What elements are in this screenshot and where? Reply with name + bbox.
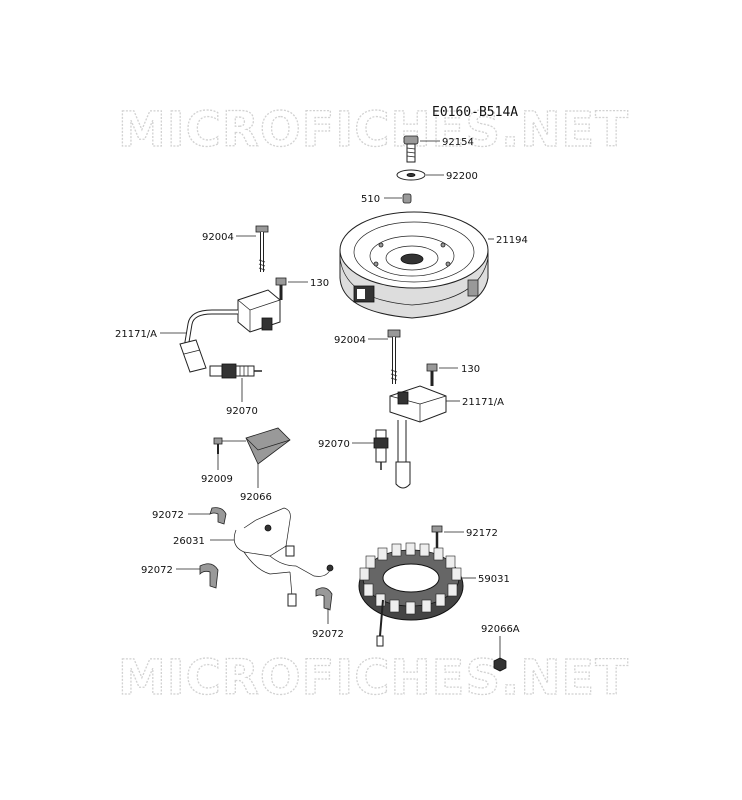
callout-92004-right: 92004 bbox=[334, 335, 366, 346]
callout-21171a-left: 21171/A bbox=[115, 329, 157, 340]
callout-92004-left: 92004 bbox=[202, 232, 234, 243]
bolt-92004-left[interactable] bbox=[255, 225, 269, 272]
callout-59031: 59031 bbox=[478, 574, 510, 585]
clamp-92072-mid[interactable] bbox=[199, 563, 219, 589]
callout-92172: 92172 bbox=[466, 528, 498, 539]
spark-plug-92070-right[interactable] bbox=[373, 429, 389, 470]
callout-510: 510 bbox=[361, 194, 380, 205]
screw-92009[interactable] bbox=[213, 437, 223, 454]
callout-21194: 21194 bbox=[496, 235, 528, 246]
bolt-92154[interactable] bbox=[403, 135, 419, 163]
callout-130-left: 130 bbox=[310, 278, 329, 289]
flywheel-21194[interactable] bbox=[339, 211, 489, 319]
bolt-92004-right[interactable] bbox=[387, 329, 401, 384]
callout-92066a: 92066A bbox=[481, 624, 520, 635]
callout-92009: 92009 bbox=[201, 474, 233, 485]
callout-92072-top: 92072 bbox=[152, 510, 184, 521]
callout-92070-right: 92070 bbox=[318, 439, 350, 450]
callout-130-right: 130 bbox=[461, 364, 480, 375]
watermark-top: MICROFICHES.NET bbox=[118, 102, 629, 158]
screw-92172[interactable] bbox=[431, 525, 443, 550]
callout-92200: 92200 bbox=[446, 171, 478, 182]
key-510[interactable] bbox=[402, 193, 412, 204]
ignition-coil-21171a-right[interactable] bbox=[389, 385, 447, 489]
stator-59031[interactable] bbox=[358, 542, 464, 647]
callout-92072-bottom: 92072 bbox=[312, 629, 344, 640]
nut-92066a[interactable] bbox=[493, 657, 507, 672]
wire-harness-26031[interactable] bbox=[233, 507, 334, 607]
plate-92066[interactable] bbox=[245, 427, 291, 465]
callout-92154: 92154 bbox=[442, 137, 474, 148]
bolt-130-right[interactable] bbox=[426, 363, 438, 386]
watermark-bottom: MICROFICHES.NET bbox=[118, 650, 629, 706]
clamp-92072-bottom[interactable] bbox=[315, 587, 333, 611]
spark-plug-92070-left[interactable] bbox=[209, 363, 262, 379]
callout-92066: 92066 bbox=[240, 492, 272, 503]
washer-92200[interactable] bbox=[396, 169, 426, 181]
callout-92070-left: 92070 bbox=[226, 406, 258, 417]
ignition-coil-21171a-left[interactable] bbox=[179, 289, 281, 373]
callout-26031: 26031 bbox=[173, 536, 205, 547]
bolt-130-left[interactable] bbox=[275, 277, 287, 300]
callout-92072-mid: 92072 bbox=[141, 565, 173, 576]
clamp-92072-top[interactable] bbox=[209, 507, 227, 525]
diagram-code: E0160-B514A bbox=[432, 105, 518, 120]
callout-21171a-right: 21171/A bbox=[462, 397, 504, 408]
